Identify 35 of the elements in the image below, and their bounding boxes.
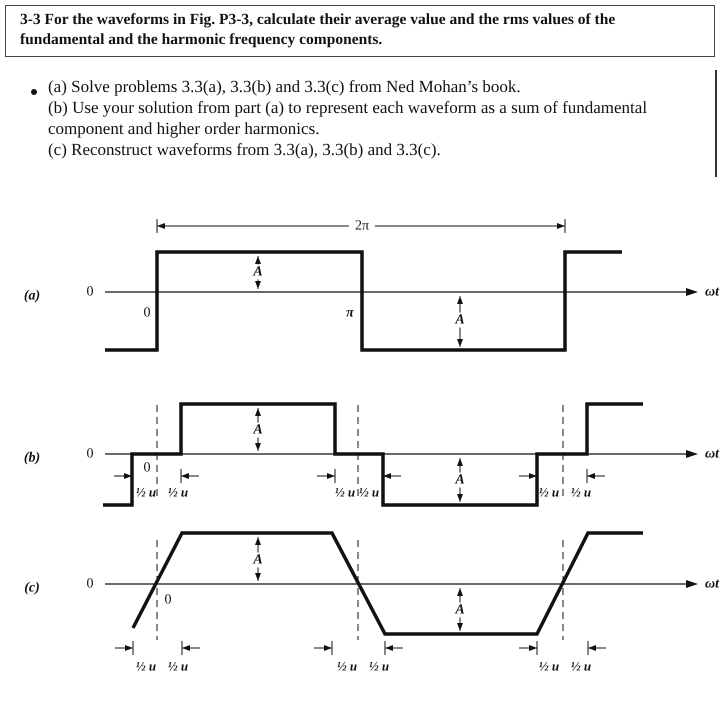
dimension-label: ½ u — [168, 658, 188, 674]
amplitude-label: A — [253, 264, 263, 280]
dimension-label: ½ u — [538, 658, 560, 674]
instruction-text: (c) Reconstruct waveforms from 3.3(a), 3.3(b) and 3.3(c). — [48, 139, 442, 160]
tick-label: π — [346, 306, 354, 320]
dimension-label: ½ u — [358, 484, 380, 500]
dimension-label: ½ u — [368, 658, 390, 674]
panel-label: (c) — [24, 580, 40, 596]
dimension-label: ½ u — [136, 658, 156, 674]
instruction-text: (a) Solve problems 3.3(a), 3.3(b) and 3.3(c) from Ned Mohan’s book. — [48, 76, 522, 97]
amplitude-label: A — [253, 422, 263, 438]
amplitude-label: A — [253, 552, 263, 568]
amplitude-label: A — [455, 472, 465, 488]
problem-statement: 3-3 For the waveforms in Fig. P3-3, calculate their average value and the rms values of the fundamental and the harmonic frequency components. — [5, 5, 715, 57]
panel-label: (a) — [24, 288, 40, 304]
panel-label: (b) — [24, 450, 40, 466]
dimension-label: ½ u — [136, 484, 156, 500]
axis-label: 0 — [86, 284, 94, 300]
instruction-text: (b) Use your solution from part (a) to represent each waveform as a sum of fundamental component and higher order harmonics. — [48, 97, 648, 139]
axis-label: 0 — [86, 446, 94, 462]
axis-label: ωt — [705, 576, 719, 592]
dimension-label: ½ u — [570, 658, 592, 674]
dimension-label: ½ u — [538, 484, 560, 500]
tick-label: 0 — [144, 306, 150, 320]
dimension-label: ½ u — [334, 484, 356, 500]
axis-label: 0 — [86, 576, 94, 592]
amplitude-label: A — [455, 602, 465, 618]
dimension-label: ½ u — [336, 658, 358, 674]
tick-label: 0 — [144, 460, 150, 476]
axis-label: ωt — [705, 284, 719, 300]
dimension-label: ½ u — [168, 484, 188, 500]
tick-label: 0 — [164, 592, 172, 608]
amplitude-label: A — [455, 312, 465, 328]
dimension-label: ½ u — [570, 484, 592, 500]
axis-label: ωt — [705, 446, 719, 462]
